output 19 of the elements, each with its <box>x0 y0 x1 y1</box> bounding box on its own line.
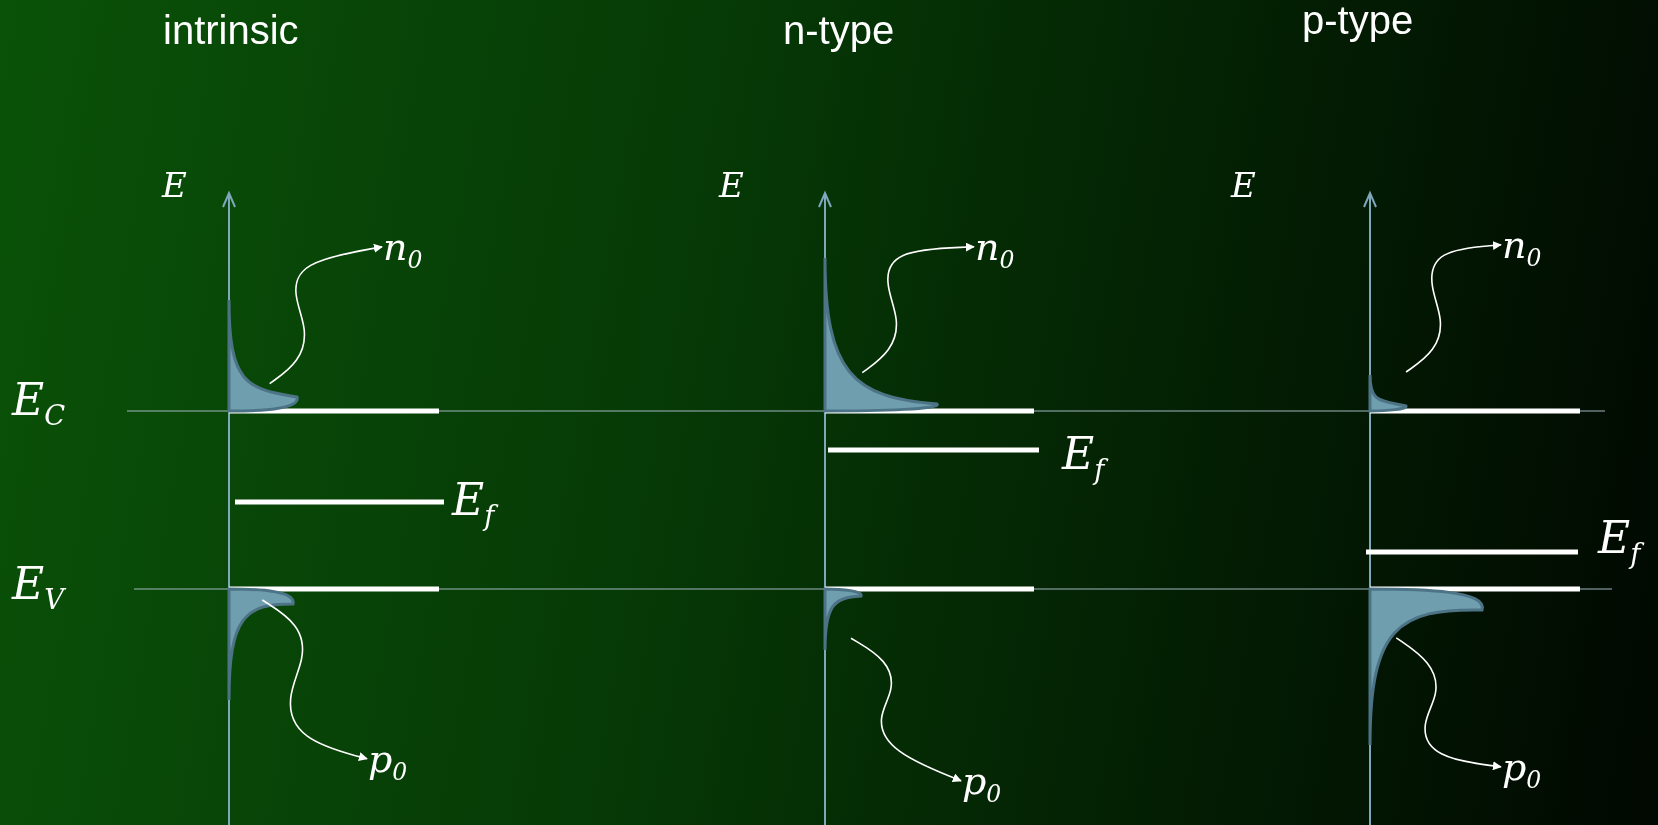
energy-label: E <box>1231 168 1256 202</box>
carrier-label: p$_{0}$ <box>962 762 1002 807</box>
leader-arrow <box>1395 637 1502 771</box>
leader-arrow <box>850 637 962 782</box>
energy-label: E$_{C}$ <box>12 378 65 429</box>
energy-label: E <box>162 168 187 202</box>
leader-arrow <box>268 243 383 385</box>
leader-arrow <box>1405 240 1502 373</box>
carrier-label: n$_{0}$ <box>975 228 1015 273</box>
panel-title: n-type <box>783 10 895 50</box>
leader-arrow <box>861 242 975 374</box>
carrier-label: n$_{0}$ <box>383 228 423 273</box>
panel-title: p-type <box>1302 0 1414 40</box>
carrier-label: n$_{0}$ <box>1502 226 1542 271</box>
carrier-label: p$_{0}$ <box>1502 748 1542 793</box>
energy-label: E <box>719 168 744 202</box>
panel-title: intrinsic <box>163 10 299 50</box>
carrier-label: p$_{0}$ <box>368 740 408 785</box>
leader-arrow <box>261 599 368 762</box>
